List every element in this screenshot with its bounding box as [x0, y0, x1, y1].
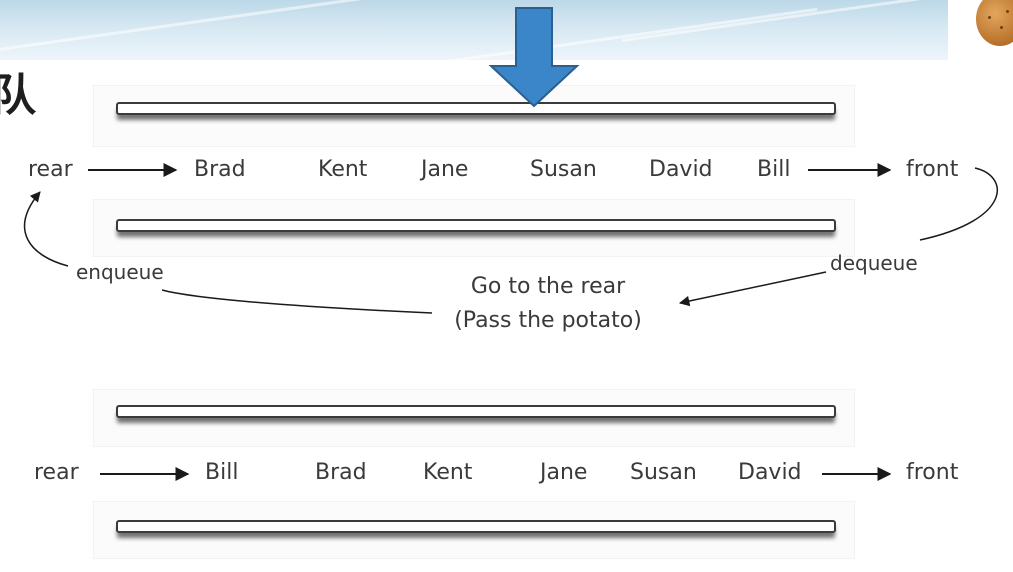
dequeue-curve [919, 167, 998, 241]
rear-label-top: rear [28, 157, 73, 182]
queue-item: Jane [540, 460, 588, 485]
enqueue-label: enqueue [76, 260, 164, 284]
pointer-arrow-icon [488, 7, 580, 108]
queue-wall-top-upper [116, 102, 836, 115]
queue-item: Susan [530, 157, 597, 182]
note-line-2: (Pass the potato) [454, 308, 642, 333]
front-label-top: front [906, 157, 959, 182]
note-line-1: Go to the rear [470, 274, 626, 299]
header-banner [0, 0, 1013, 60]
queue-item: Brad [194, 157, 246, 182]
slide-title: 队 [0, 70, 37, 121]
queue-wall-top-lower [116, 219, 836, 232]
front-label-bottom: front [906, 460, 959, 485]
queue-item: Kent [423, 460, 473, 485]
enqueue-curve [23, 191, 69, 267]
queue-panel-bottom-upper [94, 390, 854, 446]
potato-image [948, 0, 1013, 60]
dequeue-label: dequeue [830, 251, 918, 275]
queue-item: David [738, 460, 802, 485]
queue-item: Bill [757, 157, 791, 182]
note-to-enqueue-line [161, 289, 433, 314]
queue-item: David [649, 157, 713, 182]
queue-item: Bill [205, 460, 239, 485]
queue-wall-bottom-lower [116, 520, 836, 533]
rear-label-bottom: rear [34, 460, 79, 485]
queue-item: Jane [421, 157, 469, 182]
dequeue-to-note-arrow [678, 271, 827, 307]
queue-item: Susan [630, 460, 697, 485]
queue-panel-top-upper [94, 86, 854, 146]
queue-item: Brad [315, 460, 367, 485]
queue-item: Kent [318, 157, 368, 182]
queue-wall-bottom-upper [116, 405, 836, 418]
